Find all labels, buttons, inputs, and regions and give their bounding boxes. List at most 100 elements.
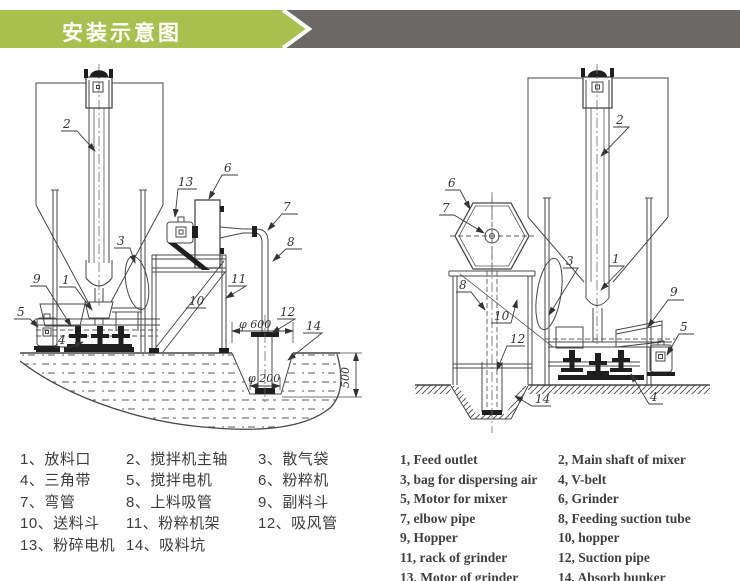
earth-section	[20, 353, 341, 430]
bunker-walls	[452, 276, 533, 385]
label-right-14: 14	[535, 392, 550, 406]
top-bearing-dome	[588, 70, 607, 77]
grinder-tab	[220, 248, 224, 254]
tank-legs	[543, 197, 653, 385]
legend-en-item-9: 9, Hopper	[400, 530, 458, 546]
legend-cn-item-11: 11、粉粹机架	[126, 515, 221, 533]
legend-cn-item-8: 8、上料吸管	[126, 493, 213, 511]
legend-en-item-4: 4, V-belt	[558, 471, 607, 487]
legend-en-item-10: 10, hopper	[558, 530, 620, 546]
pit-wall-hatch	[451, 386, 528, 419]
pulley	[610, 350, 632, 372]
label-right-3: 3	[566, 254, 574, 268]
label-left-3: 3	[117, 234, 125, 248]
banner-gray-bar	[268, 10, 740, 48]
base-plate	[558, 375, 644, 380]
suction-pipe	[257, 337, 273, 390]
mixer-motor-base	[34, 346, 60, 350]
earth-boundary-curve	[19, 353, 342, 430]
sub-hopper	[615, 320, 663, 348]
dim-text-500: 500	[339, 367, 352, 388]
bearing-block-inner	[96, 85, 100, 89]
dispersing-bag	[124, 255, 150, 311]
label-right-12: 12	[510, 332, 525, 346]
rack-braces	[153, 260, 227, 353]
label-right-9: 9	[670, 285, 678, 299]
support-strut	[459, 273, 554, 348]
tank-cone	[527, 216, 669, 283]
label-right-4: 4	[649, 390, 658, 404]
ground-hatch	[415, 385, 451, 394]
pulley	[110, 326, 132, 348]
legend-en-item-6: 6, Grinder	[558, 491, 619, 507]
platform-rails	[548, 341, 672, 367]
bearing-tick	[581, 68, 585, 77]
coupling	[192, 226, 198, 238]
base-plate	[64, 347, 134, 352]
main-shaft-inner	[93, 108, 105, 263]
label-right-1: 1	[612, 252, 620, 266]
legend-cn-item-10: 10、送料斗	[20, 515, 100, 533]
mixer-motor-nub	[657, 340, 665, 346]
label-left-2: 2	[62, 117, 71, 131]
legend-cn-item-13: 13、粉碎电机	[20, 536, 116, 554]
banner-green-bar	[0, 10, 313, 48]
bearing-block	[92, 81, 104, 93]
chevron-outline	[281, 10, 313, 48]
pulley	[67, 326, 89, 348]
mixer-motor-box-inner	[45, 330, 49, 334]
legend-cn-item-12: 12、吸风管	[258, 515, 338, 533]
pipe-flange	[252, 226, 257, 237]
bearing-tick	[109, 69, 113, 78]
outlet-shaft	[94, 288, 104, 302]
label-right-8: 8	[459, 278, 467, 292]
page-title: 安装示意图	[62, 22, 182, 45]
mixer-tank	[527, 77, 669, 217]
legend-en-item-13: 13, Motor of grinder	[400, 569, 519, 581]
label-left-12: 12	[280, 305, 295, 319]
grinder-body	[194, 199, 221, 269]
mixer-motor-nub	[43, 313, 51, 319]
installation-diagram: φ 600 φ 200 500 2 13 6 7 8 3 9 1 5	[14, 64, 710, 433]
bearing-tick	[84, 69, 88, 78]
outlet-bell	[85, 260, 113, 287]
chevron-right-icon	[0, 10, 309, 48]
grinder-motor	[166, 221, 194, 244]
top-bearing-dome	[90, 70, 108, 77]
legend-cn-item-2: 2、搅拌机主轴	[126, 451, 228, 468]
sub-hopper	[39, 303, 86, 327]
grinder-motor-box	[175, 226, 187, 238]
legend-cn-item-1: 1、放料口	[20, 451, 91, 468]
legend-cn-item-9: 9、副料斗	[258, 493, 329, 511]
legend-en-item-5: 5, Motor for mixer	[400, 491, 508, 507]
main-shaft-tube	[88, 80, 110, 263]
bearing-tick	[610, 68, 614, 77]
legend-en-item-8: 8, Feeding suction tube	[558, 510, 691, 526]
legend-en-item-1: 1, Feed outlet	[400, 452, 478, 467]
legend-en-item-2: 2, Main shaft of mixer	[558, 452, 686, 467]
legend-cn-item-4: 4、三角带	[20, 472, 91, 490]
pulley	[587, 353, 609, 375]
label-left-11: 11	[231, 272, 246, 286]
mixer-motor	[36, 317, 58, 347]
bearing-block-inner	[595, 84, 600, 90]
grinder-tab	[220, 206, 224, 212]
mixer-motor-box	[42, 327, 52, 337]
label-left-14: 14	[306, 319, 321, 333]
label-left-5: 5	[17, 305, 25, 319]
grinder-outlet-pipes	[219, 226, 244, 239]
rack-foot	[219, 348, 229, 353]
legend-en-item-7: 7, elbow pipe	[400, 510, 476, 526]
legend-cn-item-7: 7、弯管	[20, 493, 76, 511]
bag-stand	[112, 307, 142, 331]
pulley	[89, 326, 111, 348]
label-left-7: 7	[283, 200, 291, 214]
label-right-6: 6	[448, 176, 456, 190]
bearing-block	[591, 81, 604, 93]
outlet-bell	[585, 282, 610, 306]
ground-hatch	[528, 385, 710, 394]
legend-en-item-11: 11, rack of grinder	[400, 549, 508, 565]
outlet-shaft	[592, 308, 603, 342]
mixer-motor-base	[647, 372, 675, 376]
